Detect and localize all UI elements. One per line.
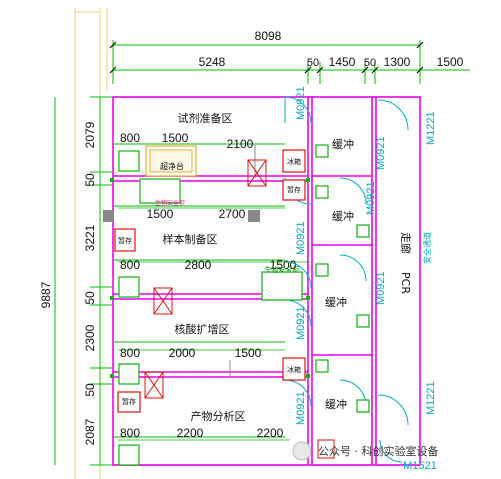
room2-dim-1: 800 bbox=[120, 258, 140, 272]
dim-left-5: 2300 bbox=[83, 324, 97, 351]
clean-bench-inner bbox=[149, 149, 193, 173]
fridge-2-label: 暂存 bbox=[287, 185, 301, 194]
dim-top-6: 1500 bbox=[437, 55, 464, 69]
bio-cabinet-faint-label: 生物安全柜 bbox=[155, 199, 185, 207]
corridor-main-label: 走廊 bbox=[399, 232, 413, 254]
dim-left-4: 50 bbox=[83, 291, 97, 305]
dim-left-2: 50 bbox=[83, 173, 97, 187]
fridge-5 bbox=[117, 391, 141, 413]
buffer-label-4: 缓冲 bbox=[325, 397, 347, 411]
fridge-5-label: 暂存 bbox=[122, 397, 136, 406]
pillar-2 bbox=[248, 210, 260, 222]
room4-dim-3: 2200 bbox=[257, 426, 284, 440]
dim-left-6: 50 bbox=[83, 383, 97, 397]
door-label-9: M1221 bbox=[425, 381, 437, 415]
clean-bench-label: 超净台 bbox=[160, 161, 184, 171]
dimension-ticks bbox=[109, 41, 424, 74]
dim-top-3: 1450 bbox=[329, 55, 356, 69]
dim-total-height: 9887 bbox=[39, 281, 53, 308]
buffer-label-3: 缓冲 bbox=[325, 295, 347, 309]
door-label-5: M0921 bbox=[375, 271, 387, 305]
fridge-1-label: 冰箱 bbox=[287, 157, 301, 166]
door-label-7: M0921 bbox=[295, 391, 307, 425]
watermark-icon bbox=[292, 441, 312, 461]
room3-dim-1: 800 bbox=[120, 346, 140, 360]
room1-lower-dim-1: 1500 bbox=[147, 207, 174, 221]
room1-dim-3: 2100 bbox=[227, 137, 254, 151]
dim-total-width: 8098 bbox=[255, 29, 282, 43]
door-label-3: M0921 bbox=[365, 181, 377, 215]
fridge-4-label: 冰箱 bbox=[287, 365, 301, 374]
dim-top-1: 5248 bbox=[199, 55, 226, 69]
wall-markers bbox=[110, 178, 310, 378]
door-label-1: M0921 bbox=[295, 86, 307, 120]
dim-top-4: 50 bbox=[364, 57, 376, 69]
bio-cabinet-label: 生物安全柜 bbox=[265, 265, 300, 274]
dim-left-3: 3221 bbox=[83, 224, 97, 251]
corridor-pcr-label: PCR bbox=[399, 272, 412, 294]
room-dimension-lines bbox=[118, 143, 310, 441]
room1-dim-1: 800 bbox=[120, 131, 140, 145]
room3-dim-3: 1500 bbox=[235, 346, 262, 360]
dim-left-7: 2087 bbox=[83, 418, 97, 445]
fridge-4 bbox=[282, 357, 306, 381]
dim-top-2: 50 bbox=[307, 57, 319, 69]
dimension-lines bbox=[54, 40, 470, 466]
room4-dim-1: 800 bbox=[120, 426, 140, 440]
door-label-6: M0921 bbox=[295, 306, 307, 340]
door-label-10: M1521 bbox=[403, 460, 437, 472]
room2-dim-2: 2800 bbox=[185, 258, 212, 272]
room4-label: 产物分析区 bbox=[191, 409, 246, 423]
room2-label: 样本制备区 bbox=[163, 232, 218, 246]
room1-label: 试剂准备区 bbox=[178, 111, 233, 125]
fridge-3-label: 暂存 bbox=[118, 236, 132, 245]
fridge-1 bbox=[282, 149, 306, 173]
room1-lower-dim-2: 2700 bbox=[219, 207, 246, 221]
fridge-2 bbox=[282, 179, 306, 201]
red-equipment bbox=[144, 159, 335, 459]
door-label-2: M0921 bbox=[375, 136, 387, 170]
room2-dim-3: 1500 bbox=[270, 258, 297, 272]
room3-dim-2: 2000 bbox=[169, 346, 196, 360]
watermark-text: 公众号 · 科创实验室设备 bbox=[318, 444, 439, 458]
buffer-label-1: 缓冲 bbox=[332, 137, 354, 151]
buffer-label-2: 缓冲 bbox=[332, 209, 354, 223]
room4-dim-2: 2200 bbox=[177, 426, 204, 440]
green-equipment bbox=[118, 144, 370, 466]
fridge-group bbox=[114, 149, 306, 413]
door-label-8: M1221 bbox=[425, 111, 437, 145]
pillar-1 bbox=[103, 210, 113, 222]
door-label-4: M0921 bbox=[295, 221, 307, 255]
fridge-3 bbox=[114, 228, 136, 252]
dim-top-5: 1300 bbox=[384, 55, 411, 69]
room3-label: 核酸扩增区 bbox=[175, 322, 230, 336]
dim-left-1: 2079 bbox=[83, 121, 97, 148]
safe-channel-label: 安全通道 bbox=[422, 232, 432, 264]
room1-dim-2: 1500 bbox=[162, 131, 189, 145]
